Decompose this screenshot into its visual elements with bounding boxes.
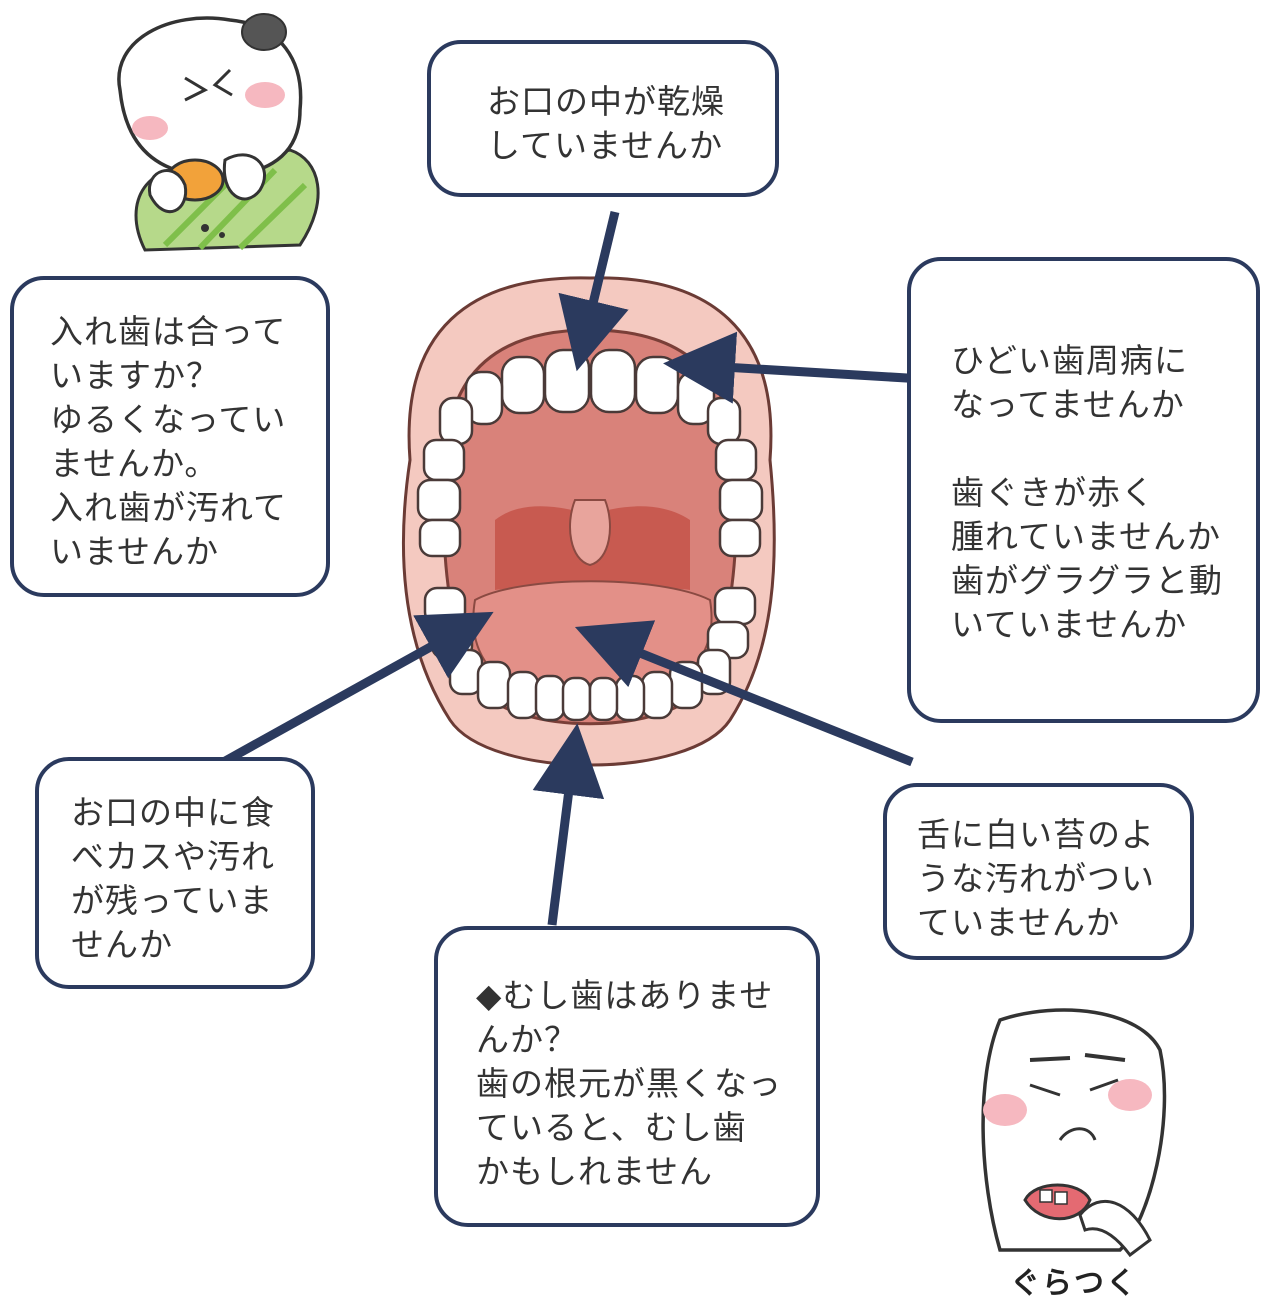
callout-line: 歯の根元が黒くなっ <box>476 1062 816 1106</box>
loose-tooth-person-icon <box>983 1010 1164 1255</box>
callout-line: お口の中が乾燥 <box>487 80 775 124</box>
callout-line: いていませんか <box>951 603 1256 647</box>
callout-line: 腫れていませんか <box>951 515 1256 559</box>
callout-line: なってませんか <box>951 383 1256 427</box>
callout-line: んか？ <box>476 1018 816 1062</box>
callout-gum-disease: ひどい歯周病に なってませんか 歯ぐきが赤く 腫れていませんか 歯がグラグラと動… <box>907 257 1260 723</box>
callout-line: ひどい歯周病に <box>951 339 1256 383</box>
callout-line: いますか？ <box>50 354 326 398</box>
callout-line: 歯ぐきが赤く <box>951 471 1256 515</box>
callout-line: ませんか。 <box>50 442 326 486</box>
callout-line: ◆むし歯はありませ <box>476 974 816 1018</box>
callout-line: していませんか <box>487 124 775 168</box>
callout-line: かもしれません <box>476 1150 816 1194</box>
callout-tongue-coating: 舌に白い苔のよ うな汚れがつい ていませんか <box>883 783 1194 960</box>
callout-caries: ◆むし歯はありませ んか？ 歯の根元が黒くなっ ていると、むし歯 かもしれません <box>434 926 820 1227</box>
callout-line: せんか <box>71 923 311 967</box>
callout-line: 入れ歯は合って <box>50 310 326 354</box>
callout-line: ていると、むし歯 <box>476 1106 816 1150</box>
callout-denture: 入れ歯は合って いますか？ ゆるくなってい ませんか。 入れ歯が汚れて いません… <box>10 276 330 597</box>
open-mouth-icon <box>403 278 774 765</box>
callout-line: 舌に白い苔のよ <box>917 813 1190 857</box>
callout-line: ゆるくなってい <box>50 398 326 442</box>
callout-line: うな汚れがつい <box>917 857 1190 901</box>
arrow-food-debris <box>218 625 470 765</box>
callout-line: べカスや汚れ <box>71 835 311 879</box>
callout-line: 入れ歯が汚れて <box>50 486 326 530</box>
arrow-caries <box>552 750 574 925</box>
callout-food-debris: お口の中に食 べカスや汚れ が残っていま せんか <box>35 757 315 989</box>
callout-line: が残っていま <box>71 879 311 923</box>
loose-tooth-caption: ぐらつく <box>1010 1258 1138 1302</box>
callout-line: ていませんか <box>917 901 1190 945</box>
callout-line: お口の中に食 <box>71 791 311 835</box>
callout-line: いませんか <box>50 530 326 574</box>
callout-dry-mouth: お口の中が乾燥 していませんか <box>427 40 779 197</box>
callout-line: 歯がグラグラと動 <box>951 559 1256 603</box>
callout-spacer <box>951 427 1256 471</box>
elderly-person-eating-icon <box>119 14 318 250</box>
